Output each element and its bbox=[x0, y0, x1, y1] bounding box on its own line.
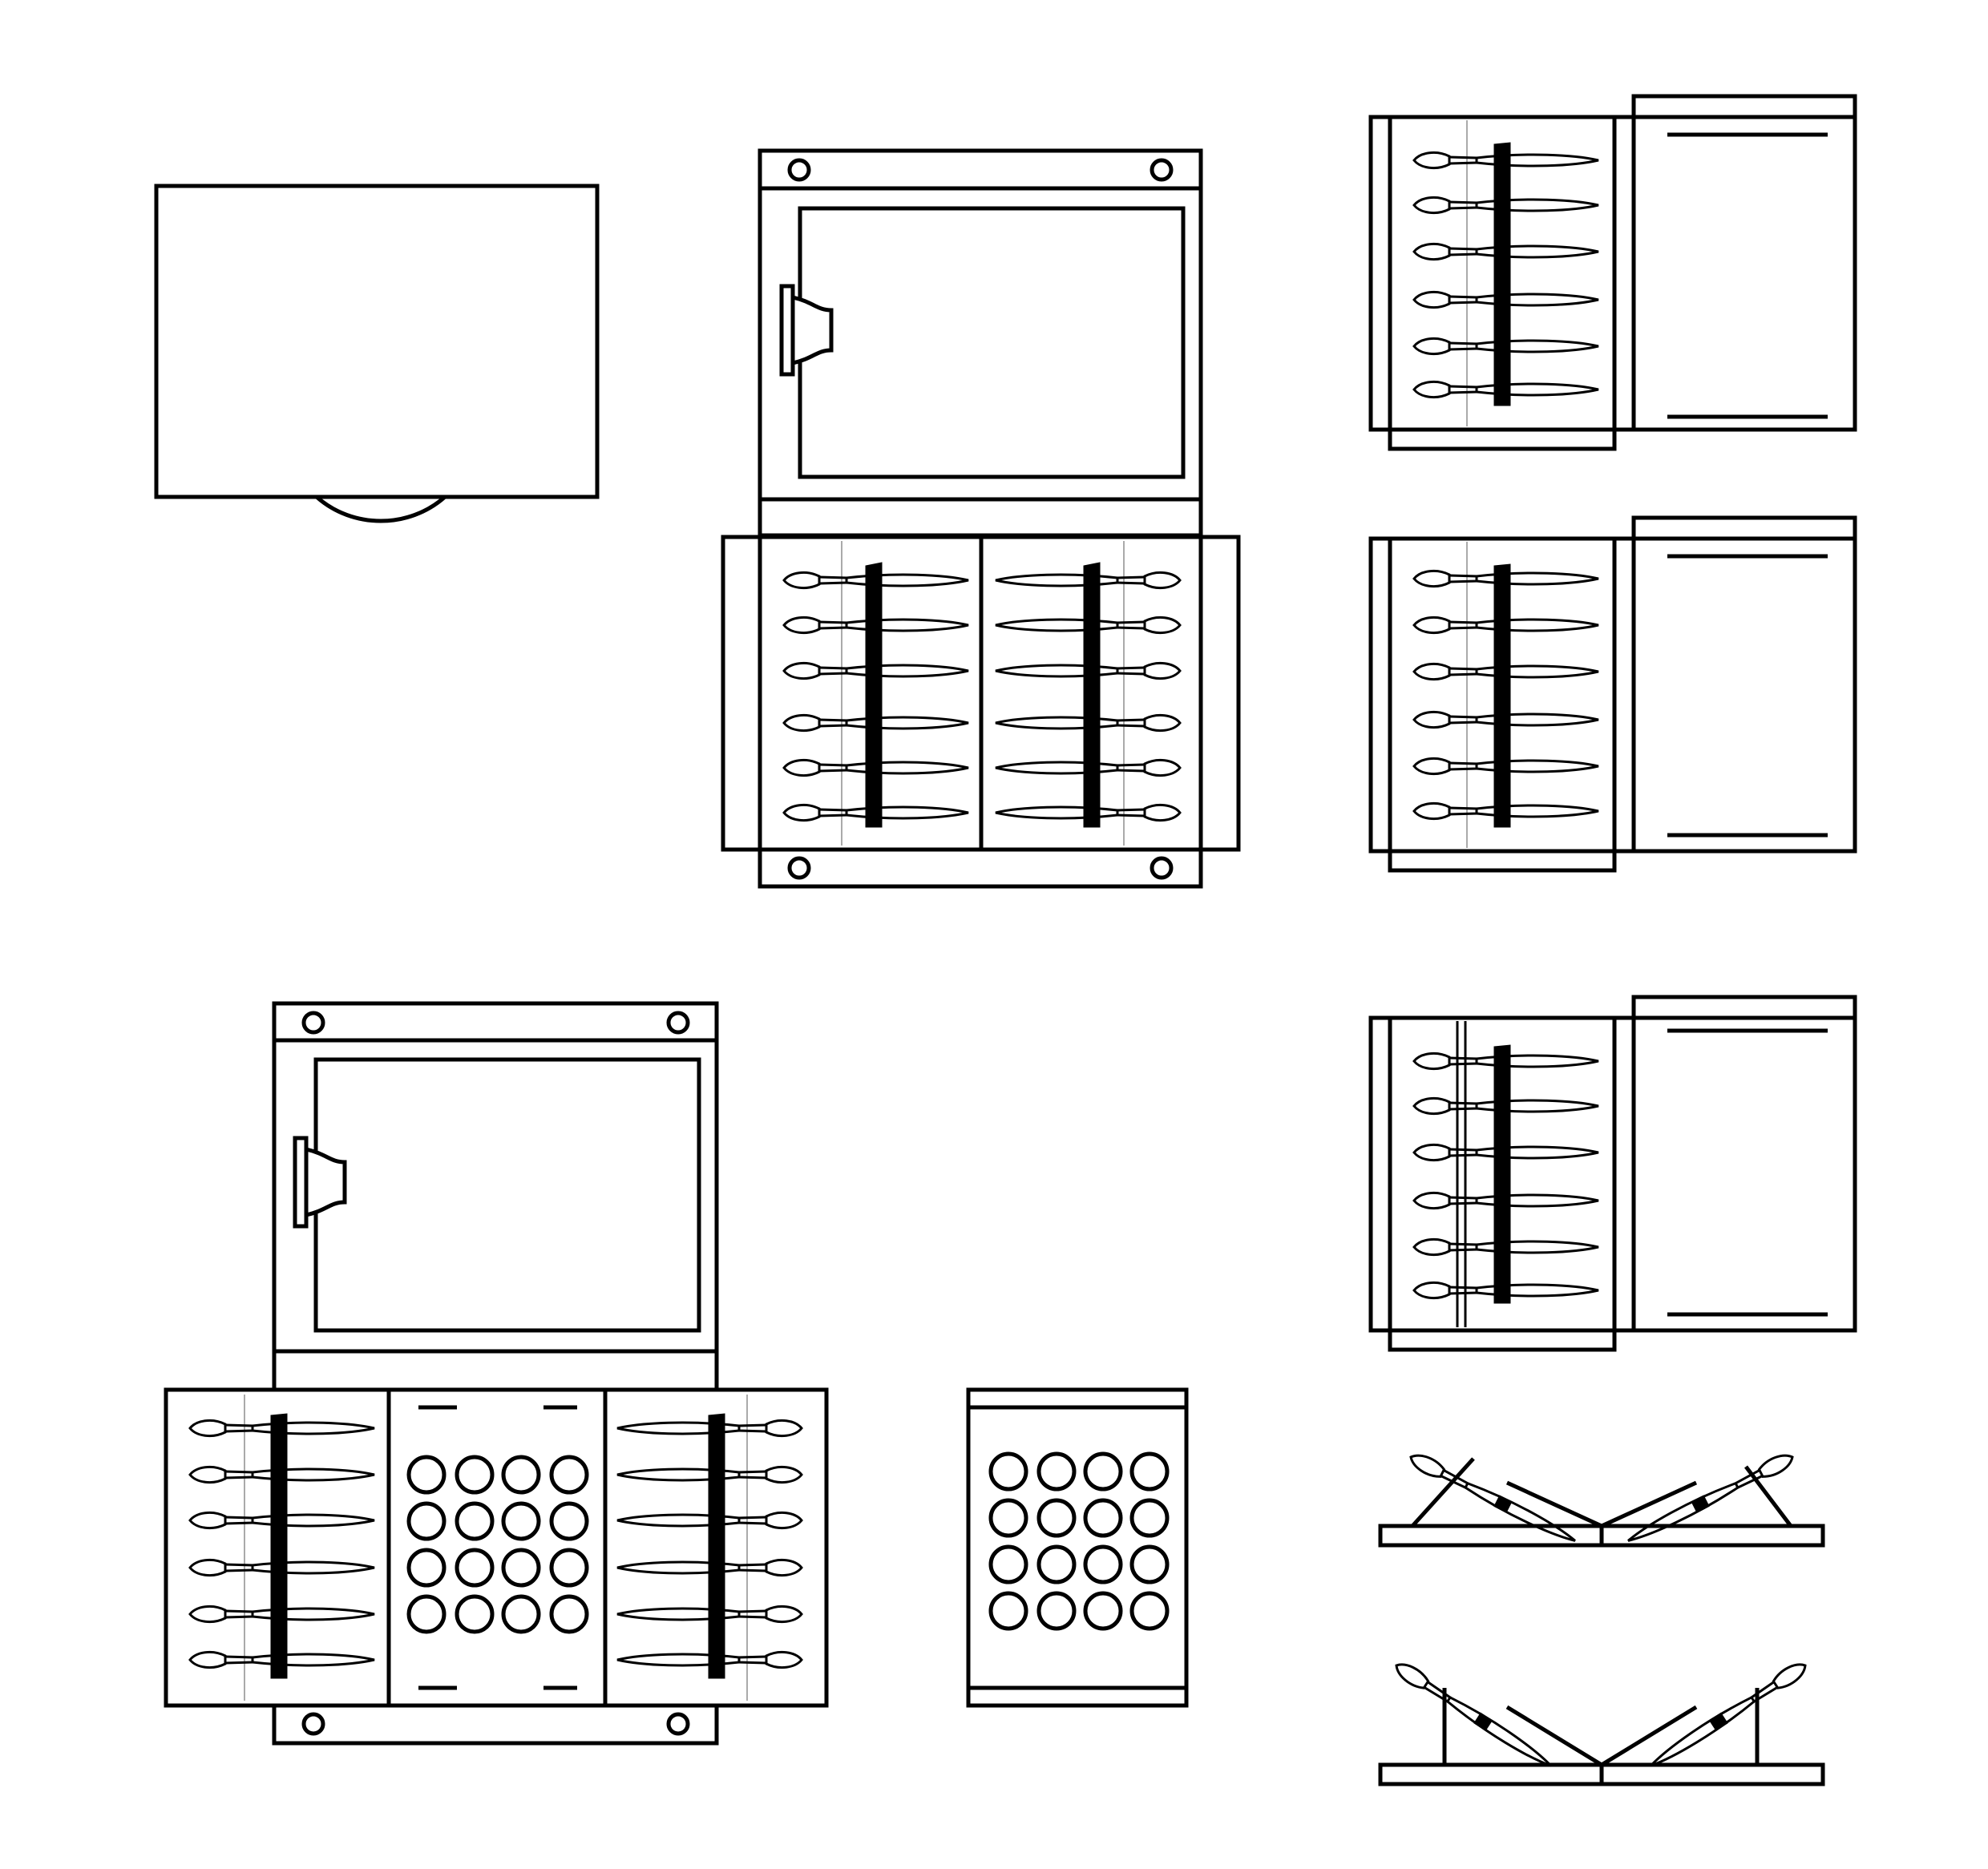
side-panel-3-view bbox=[1368, 995, 1857, 1352]
side-panel-1-view bbox=[1368, 94, 1857, 451]
palette-tray-view bbox=[966, 1387, 1189, 1708]
side-panel-2-view bbox=[1368, 515, 1857, 873]
open-case-front-view bbox=[721, 148, 1241, 889]
screw-hole bbox=[787, 158, 811, 182]
closed-case-view bbox=[154, 184, 600, 523]
screw-hole bbox=[1150, 158, 1174, 182]
closed-case-body bbox=[154, 184, 600, 499]
closed-case-hinge bbox=[315, 495, 446, 523]
paint-wells bbox=[406, 1455, 589, 1634]
hinge-strip bbox=[758, 497, 1203, 538]
stand-high-view bbox=[1378, 1657, 1825, 1786]
lid-window bbox=[798, 206, 1186, 479]
stand-low-view bbox=[1378, 1448, 1825, 1549]
open-case-palette-view bbox=[164, 1001, 829, 1746]
paint-wells bbox=[988, 1451, 1170, 1631]
elastic-band bbox=[1083, 562, 1101, 828]
base-bottom-bar bbox=[758, 847, 1203, 889]
elastic-band bbox=[865, 562, 883, 828]
